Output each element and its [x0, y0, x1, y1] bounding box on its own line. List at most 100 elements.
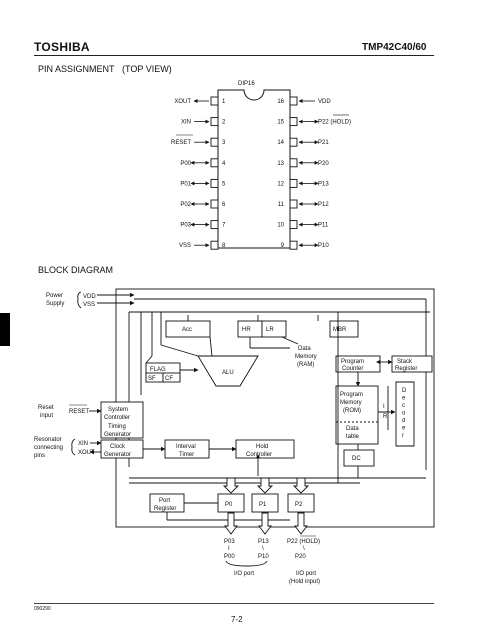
port-bus-arrow-2	[292, 477, 310, 494]
acc-to-alu	[209, 336, 213, 357]
clock-label-1: Clock	[110, 444, 126, 450]
pin-name-xout: XOUT	[174, 99, 191, 105]
rom-label-3: (ROM)	[343, 408, 361, 414]
lr-label: LR	[266, 327, 274, 333]
xin-label: XIN	[78, 441, 88, 447]
port-bus-arrow-1	[256, 477, 274, 494]
port-io-arrow-1	[258, 512, 272, 535]
data-table-label-2: table	[346, 434, 360, 440]
xout-label: XOUT	[78, 450, 95, 456]
pin-name-p00: P00	[180, 161, 191, 167]
rom-label-1: Program	[340, 392, 363, 398]
stack-label-2: Register	[395, 366, 417, 372]
flag-label: FLAG	[150, 367, 166, 373]
io-port-brace	[225, 560, 268, 567]
hold-input-label: (Hold input)	[289, 579, 320, 585]
decoder-letter: d	[402, 418, 405, 424]
pin-number-6: 6	[222, 202, 226, 208]
system-label-2: Controller	[104, 415, 130, 421]
pin-stub-right-15	[289, 117, 298, 127]
vdd-label: VDD	[83, 294, 96, 300]
p13-label: P13	[258, 539, 269, 545]
acc-label: Acc	[182, 327, 192, 333]
cf-label: CF	[165, 376, 173, 382]
pin-stub-right-14	[289, 137, 298, 147]
hold-label-2: Controller	[246, 452, 272, 458]
pin-stub-left-3	[210, 137, 219, 147]
block-diagram-title: BLOCK DIAGRAM	[38, 265, 114, 275]
rom-label-2: Memory	[340, 400, 362, 406]
power-brace	[77, 291, 82, 309]
backslash-label-2: \	[303, 546, 305, 552]
pin-number-15: 15	[277, 120, 284, 126]
port-register-label-1: Port	[159, 498, 170, 504]
decoder-letter: r	[402, 433, 404, 439]
page-number: 7-2	[231, 615, 243, 624]
p2-label: P2	[295, 502, 303, 508]
decoder-letter: e	[402, 396, 406, 402]
dc-block	[343, 449, 375, 467]
pin-name-p20: P20	[318, 161, 329, 167]
pin-stub-right-16	[289, 96, 298, 106]
pin-name-vss: VSS	[179, 243, 191, 249]
p0-label: P0	[225, 502, 233, 508]
package-label: DIP16	[238, 81, 255, 87]
resonator-label-3: pins	[34, 453, 45, 459]
pin-name-p01: P01	[180, 181, 191, 187]
decoder-block	[395, 381, 415, 447]
pin-stub-right-11	[289, 199, 298, 209]
pin-name-p13: P13	[318, 181, 329, 187]
port-io-arrow-0	[224, 512, 238, 535]
pin-name-reset: RESET	[171, 140, 191, 146]
hr-label: HR	[242, 327, 251, 333]
pin-stub-right-13	[289, 158, 298, 168]
p10-label: P10	[258, 554, 269, 560]
pin-number-7: 7	[222, 223, 226, 229]
top-view-label: (TOP VIEW)	[122, 64, 172, 74]
block-diagram	[69, 288, 435, 567]
ram-label-1: Data	[298, 346, 311, 352]
p20-label: P20	[295, 554, 306, 560]
p00-label: P00	[224, 554, 235, 560]
decoder-letter: c	[402, 403, 405, 409]
p22-label: P22 (HOLD)	[287, 539, 320, 545]
pin-name-p03: P03	[180, 223, 191, 229]
pin-number-2: 2	[222, 120, 226, 126]
bus-flag	[145, 355, 153, 364]
decoder-letter: D	[402, 388, 407, 394]
resonator-brace	[71, 438, 76, 456]
decoder-letter: o	[402, 411, 406, 417]
resonator-label-1: Resonator	[34, 437, 62, 443]
ram-label-3: (RAM)	[297, 362, 314, 368]
p03-label: P03	[224, 539, 235, 545]
pin-number-16: 16	[277, 99, 284, 105]
pin-number-13: 13	[277, 161, 284, 167]
pin-stub-left-4	[210, 158, 219, 168]
program-memory-rom-block	[335, 385, 379, 445]
margin-tab-marker	[0, 313, 10, 346]
pin-assignment-heading: PIN ASSIGNMENT	[38, 64, 115, 74]
document-code: 090290	[34, 606, 51, 612]
decoder-letter: e	[402, 426, 406, 432]
cf-cell	[162, 372, 181, 383]
pin-number-11: 11	[278, 202, 285, 208]
interval-label-2: Timer	[179, 452, 194, 458]
pin-number-1: 1	[222, 99, 226, 105]
pc-label-1: Program	[341, 359, 364, 365]
pin-stub-left-7	[210, 220, 219, 230]
hold-label-1: Hold	[256, 444, 268, 450]
pin-number-14: 14	[277, 140, 284, 146]
power-label: Power	[46, 293, 63, 299]
ir-label-r: R	[383, 414, 388, 420]
pin-number-12: 12	[277, 181, 284, 187]
header-rule	[34, 55, 434, 56]
dip16-pin-diagram: DIP161XOUT2XIN3RESET4P005P016P027P038VSS…	[171, 81, 351, 250]
alu-block	[197, 355, 259, 387]
pin-name-p21: P21	[318, 140, 329, 146]
pin-name-p02: P02	[180, 202, 191, 208]
resonator-label-2: connecting	[34, 445, 63, 451]
mbr-label: MBR	[333, 327, 347, 333]
reset-label-1: Reset	[38, 405, 54, 411]
tick-label-1: I	[228, 546, 230, 552]
